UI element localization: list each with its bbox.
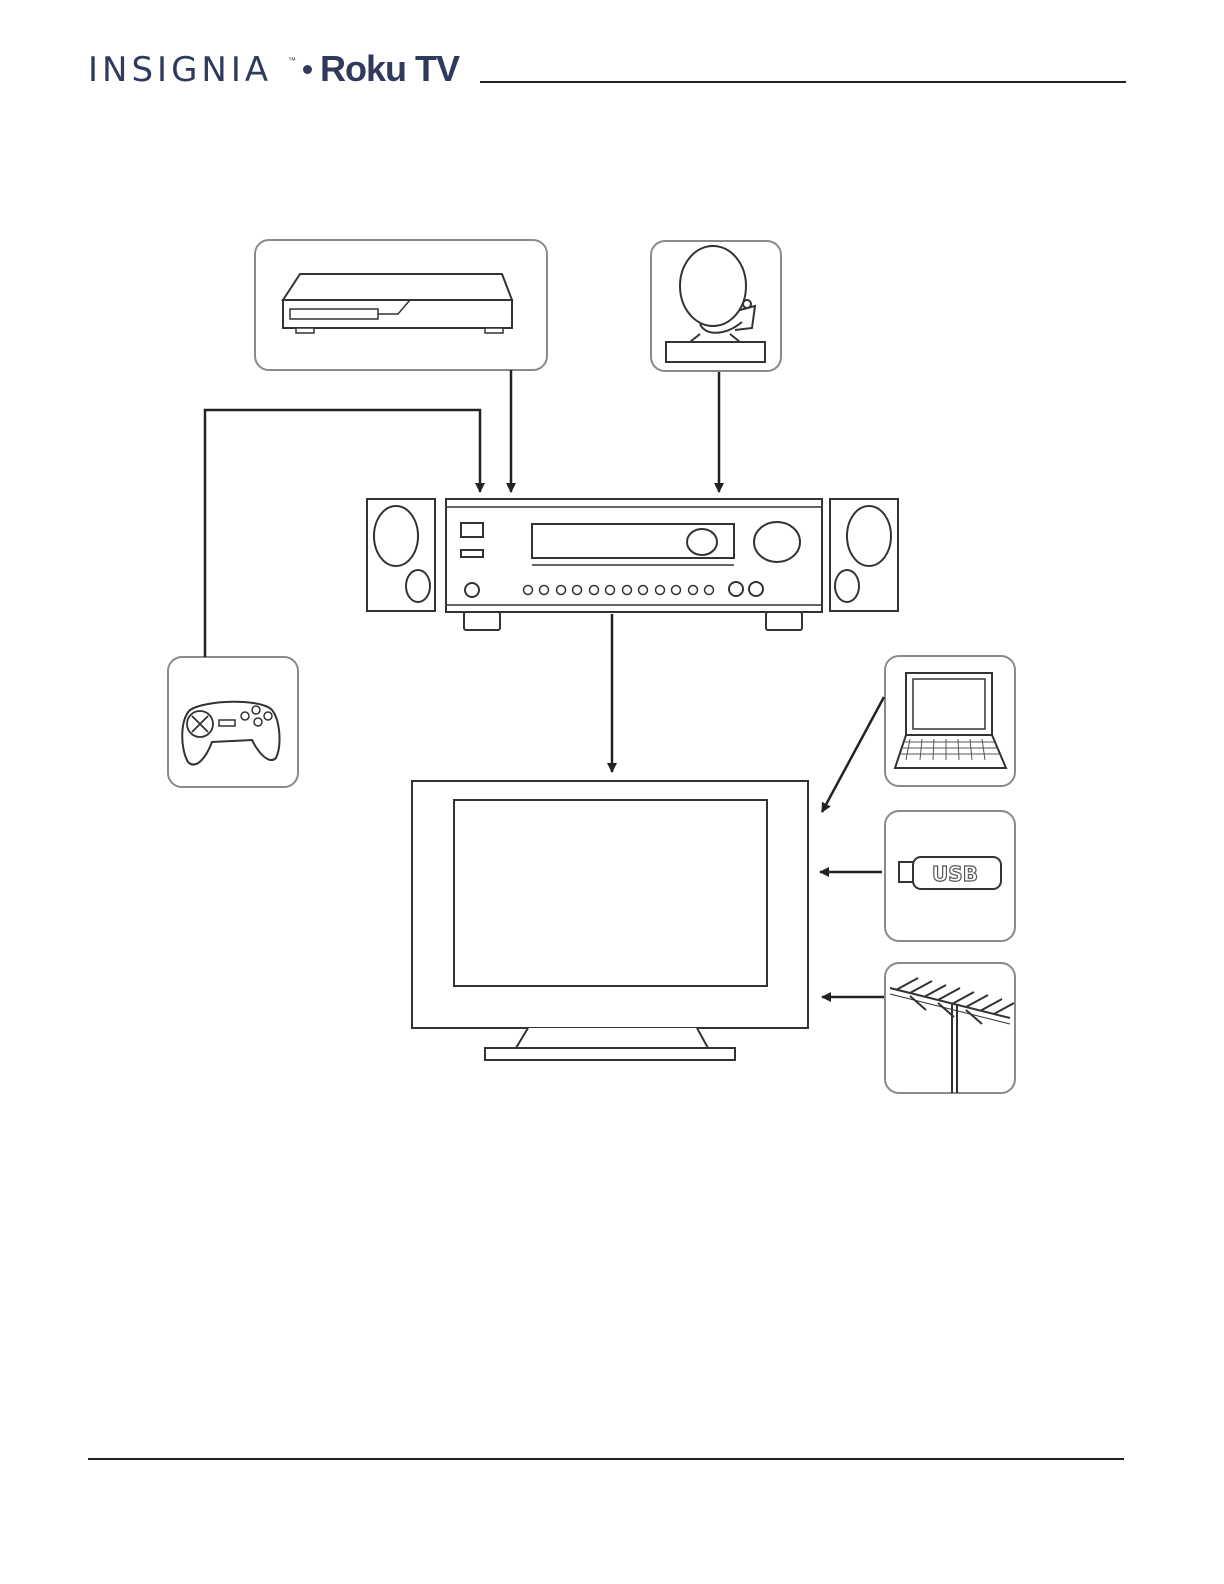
dvd-player-icon xyxy=(255,240,547,370)
satellite-dish-icon xyxy=(651,241,781,371)
laptop-icon xyxy=(885,656,1015,786)
antenna-icon xyxy=(885,963,1015,1093)
speaker-icon xyxy=(367,499,435,611)
game-controller-icon xyxy=(168,657,298,787)
game-to-receiver-line xyxy=(205,410,480,657)
av-receiver-icon xyxy=(446,499,822,630)
usb-drive-icon: USB xyxy=(885,811,1015,941)
footer-rule xyxy=(88,1458,1124,1460)
usb-label: USB xyxy=(932,862,978,886)
tv-icon xyxy=(412,781,808,1060)
speaker-icon xyxy=(830,499,898,611)
laptop-to-tv-line xyxy=(822,697,884,812)
